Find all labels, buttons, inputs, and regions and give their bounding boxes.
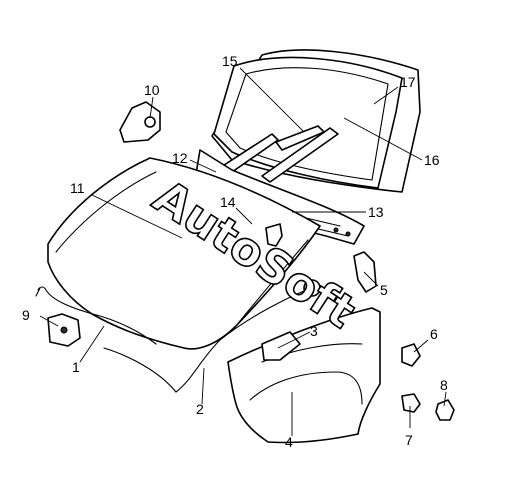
- callout-16: 16: [424, 152, 440, 168]
- callout-14: 14: [220, 194, 236, 210]
- callout-10: 10: [144, 82, 160, 98]
- callout-7: 7: [405, 432, 413, 448]
- bolt: [401, 393, 421, 413]
- callout-labels: 1 2 3 4 5 6 7 8 9 10 11 12 13 14 15 16 1…: [22, 53, 448, 450]
- hood-clip: [265, 223, 283, 247]
- callout-12: 12: [172, 150, 188, 166]
- hood: [47, 157, 321, 350]
- hood-hinge: [47, 313, 81, 347]
- callout-17: 17: [400, 74, 416, 90]
- windshield: [211, 49, 421, 193]
- callout-8: 8: [440, 377, 448, 393]
- callout-6: 6: [430, 326, 438, 342]
- callout-1: 1: [72, 359, 80, 375]
- mounting-bracket: [353, 251, 377, 293]
- callout-11: 11: [70, 180, 85, 196]
- callout-15: 15: [222, 53, 238, 69]
- prop-rod: [35, 286, 157, 345]
- callout-2: 2: [196, 401, 204, 417]
- front-fender: [227, 307, 381, 444]
- callout-3: 3: [310, 323, 318, 339]
- callout-4: 4: [285, 434, 293, 450]
- hood-latch-bracket: [119, 101, 161, 143]
- callout-13: 13: [368, 204, 384, 220]
- release-cable: [103, 279, 321, 393]
- side-clip: [401, 343, 421, 367]
- callout-9: 9: [22, 307, 30, 323]
- cowl-panel: [193, 149, 365, 245]
- callout-5: 5: [380, 282, 388, 298]
- leader-lines: [39, 67, 447, 436]
- nut: [435, 399, 455, 421]
